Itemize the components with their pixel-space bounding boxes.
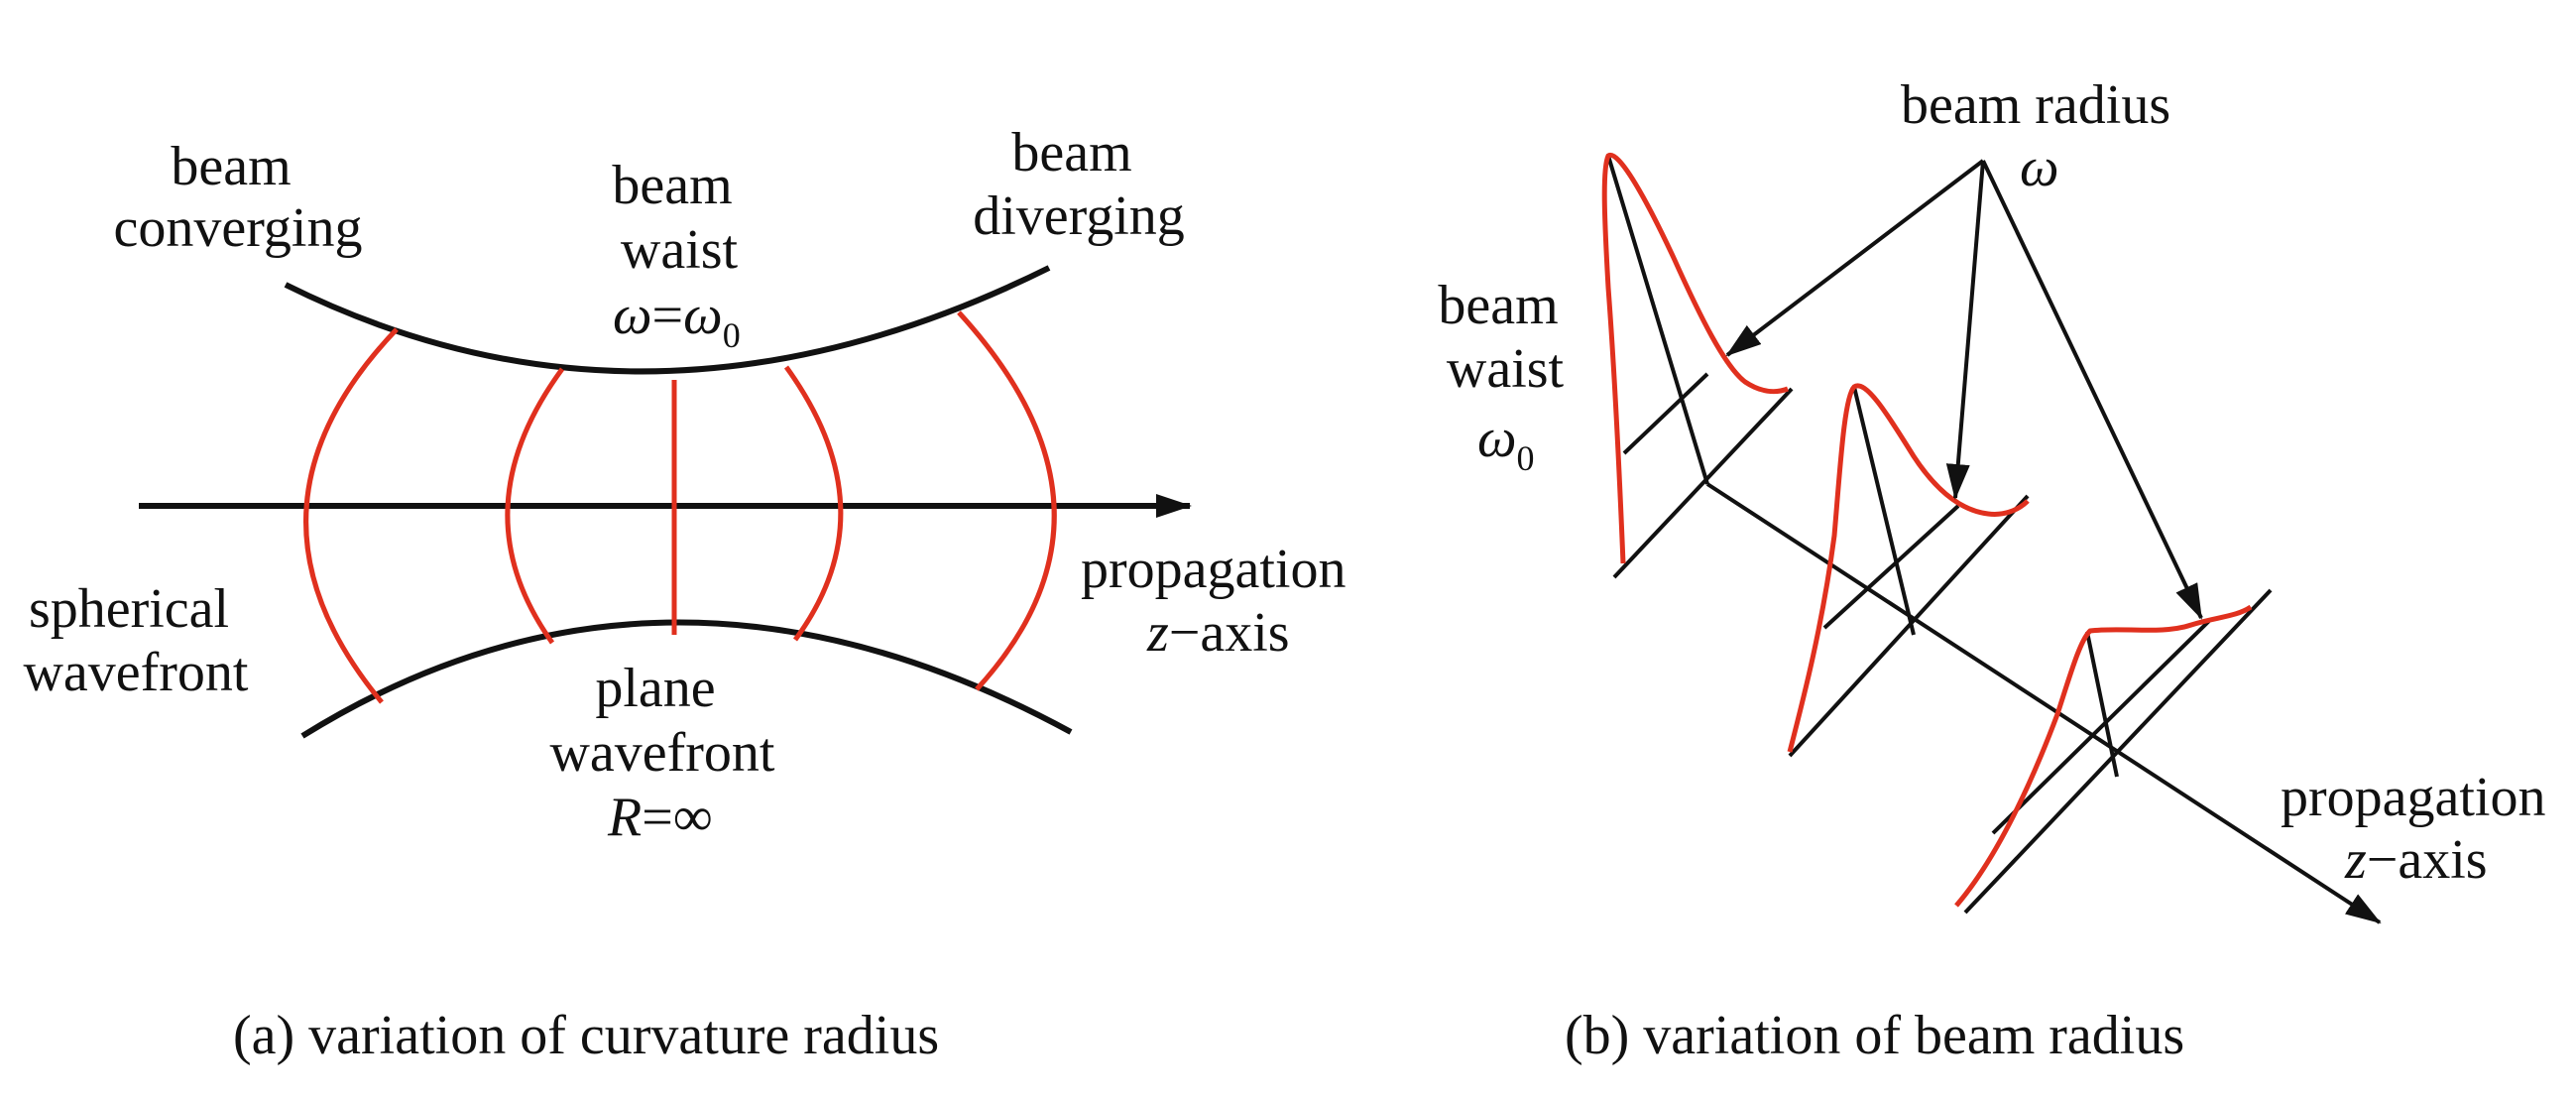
panel-b-beam-radius-diagram: beam radius ω beam waist ω0 propagation …	[1438, 74, 2545, 1066]
profile-3-peak-line	[2085, 631, 2119, 778]
propagation-axis-b	[1705, 482, 2382, 924]
panel-a-curvature-diagram: beam converging beam waist ω=ω0 beam div…	[23, 122, 1346, 1066]
waist-formula: ω=ω0	[613, 285, 741, 355]
profile-1-baseline	[1612, 387, 1794, 579]
caption-b: (b) variation of beam radius	[1565, 1005, 2184, 1066]
radius-arrow-3	[1981, 160, 2203, 620]
label-beam-waist-a: beam waist	[612, 155, 746, 281]
profile-3-tick	[1991, 619, 2211, 835]
label-spherical-wavefront: spherical wavefront	[23, 578, 248, 703]
radius-arrow-1	[1725, 159, 1985, 357]
label-beam-waist-b: beam waist	[1438, 275, 1572, 400]
label-beam-diverging: beam diverging	[973, 122, 1185, 247]
beam-profile-far	[1954, 588, 2273, 915]
beam-profile-waist	[1601, 152, 1794, 579]
profile-2-tick	[1822, 504, 1960, 630]
symbol-beam-radius: ω	[2020, 137, 2059, 198]
profile-2-gaussian	[1787, 383, 2030, 753]
label-z-axis-a: z−axis	[1146, 602, 1290, 664]
profile-2-peak-line	[1852, 386, 1916, 636]
beam-profile-middle	[1787, 383, 2030, 758]
label-z-axis-b: z−axis	[2344, 829, 2488, 891]
symbol-beam-waist: ω0	[1477, 408, 1535, 478]
label-plane-wavefront: plane wavefront	[549, 658, 774, 784]
profile-1-peak-line	[1606, 155, 1709, 485]
profile-3-baseline	[1963, 588, 2273, 915]
radius-arrow-2	[1945, 160, 1985, 500]
label-propagation-axis-b: propagation	[2281, 767, 2545, 828]
wavefront-converging-inner	[505, 367, 565, 645]
profile-1-gaussian	[1601, 152, 1789, 564]
beam-envelope-upper	[284, 265, 1051, 375]
label-propagation-axis-a: propagation	[1081, 539, 1346, 600]
label-beam-converging: beam converging	[114, 136, 363, 259]
wavefront-converging-outer	[303, 327, 399, 704]
wavefront-diverging-outer	[957, 310, 1057, 691]
beam-radius-arrows	[1725, 159, 2203, 620]
label-beam-radius: beam radius	[1901, 74, 2170, 136]
profile-1-tick	[1622, 372, 1709, 455]
plane-formula: R=∞	[607, 787, 713, 848]
caption-a: (a) variation of curvature radius	[233, 1005, 939, 1066]
profile-3-gaussian	[1954, 604, 2253, 908]
wavefront-diverging-inner	[783, 365, 844, 642]
profile-2-baseline	[1788, 494, 2030, 758]
